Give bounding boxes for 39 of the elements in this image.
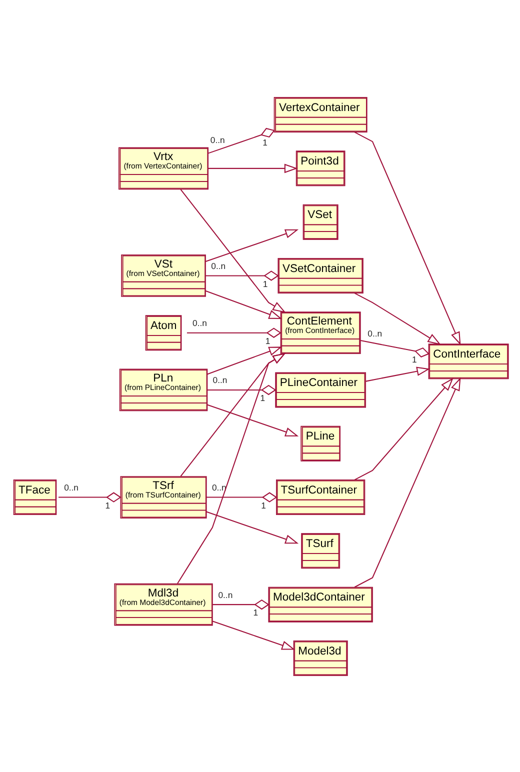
connector [186, 327, 282, 338]
arrow [180, 188, 286, 312]
arrow [180, 352, 286, 476]
label: 0..n [211, 260, 226, 270]
label: 1 [262, 278, 268, 288]
label: 0..n [64, 482, 79, 492]
label: 0..n [210, 134, 225, 144]
label: 0..n [368, 328, 382, 338]
label: 1 [260, 392, 266, 403]
arrow [354, 376, 461, 588]
connector [212, 598, 270, 610]
label: 1 [265, 335, 270, 346]
label: 1 [105, 500, 110, 510]
arrow [207, 404, 299, 436]
label: 0..n [212, 482, 226, 492]
label: 1 [412, 354, 417, 364]
arrow [205, 228, 299, 262]
arrow [354, 292, 441, 344]
arrow [354, 377, 454, 480]
connector [206, 492, 278, 502]
arrow [208, 163, 298, 173]
connector [208, 127, 276, 154]
arrow [205, 290, 282, 319]
connector [207, 384, 276, 395]
arrow [366, 366, 430, 382]
label: 1 [261, 500, 266, 510]
arrow [207, 346, 282, 374]
label: 0..n [218, 589, 233, 600]
arrow [206, 510, 299, 544]
arrow [212, 620, 296, 650]
arrow [177, 352, 286, 584]
label: 0..n [212, 374, 228, 385]
label: 1 [262, 136, 268, 147]
connector [58, 492, 122, 502]
label: 0..n [192, 318, 207, 328]
arrow [354, 131, 461, 345]
label: 1 [253, 607, 258, 618]
connector [360, 339, 430, 358]
connector [206, 270, 279, 280]
